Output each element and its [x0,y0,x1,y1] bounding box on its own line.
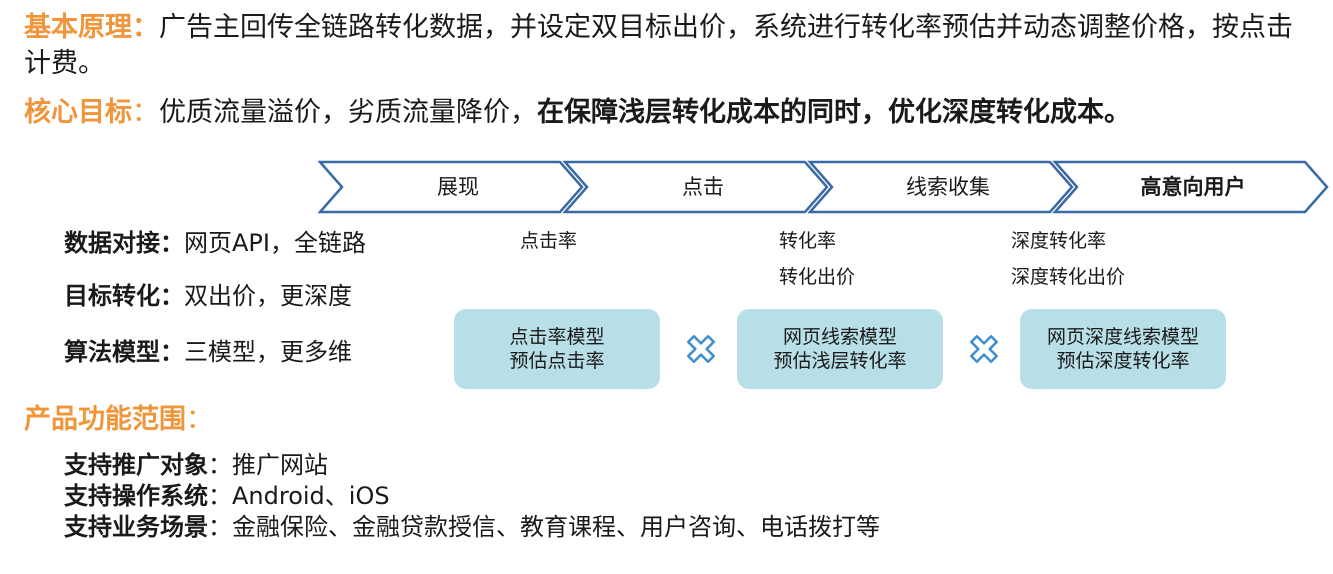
scope-item-business-scenario: 支持业务场景：金融保险、金融贷款授信、教育课程、用户咨询、电话拨打等 [64,511,880,543]
scope-value: ：Android、iOS [208,482,390,510]
scope-item-os: 支持操作系统：Android、iOS [64,480,390,512]
scope-item-promotion-target: 支持推广对象：推广网站 [64,449,328,481]
metric-deep-conversion-bid: 深度转化出价 [1011,266,1126,288]
scope-title-separator: ： [186,404,213,435]
goal-bold-text: 在保障浅层转化成本的同时，优化深度转化成本。 [537,97,1131,128]
spec-data-integration: 数据对接：网页API，全链路 [64,227,366,259]
model-subtitle: 预估深度转化率 [1056,350,1190,372]
principle-label: 基本原理： [24,12,159,43]
cross-multiply-icon [687,335,715,363]
spec-target-conversion: 目标转化：双出价，更深度 [64,280,352,312]
model-title: 网页深度线索模型 [1046,326,1199,348]
goal-text: 优质流量溢价，劣质流量降价， [159,97,537,128]
principle-paragraph: 基本原理：广告主回传全链路转化数据，并设定双目标出价，系统进行转化率预估并动态调… [24,10,1304,82]
spec-label: 数据对接： [64,229,184,257]
model-box-deep-lead: 网页深度线索模型 预估深度转化率 [1020,309,1226,389]
scope-label: 支持业务场景 [64,513,208,541]
goal-paragraph: 核心目标：优质流量溢价，劣质流量降价，在保障浅层转化成本的同时，优化深度转化成本… [24,95,1131,131]
stage-label-lead: 线索收集 [906,175,990,199]
metric-click-rate: 点击率 [520,230,578,252]
model-subtitle: 预估浅层转化率 [773,350,907,372]
funnel-chevrons [318,160,1329,214]
scope-label: 支持操作系统 [64,482,208,510]
spec-label: 算法模型： [64,338,184,366]
model-title: 网页线索模型 [782,326,897,348]
principle-text: 广告主回传全链路转化数据，并设定双目标出价，系统进行转化率预估并动态调整价格，按… [24,12,1293,79]
goal-separator: ： [132,97,159,128]
goal-label: 核心目标 [24,97,132,128]
chevron-stage-4 [1052,160,1329,214]
scope-value: ：推广网站 [208,451,328,479]
chevron-stage-1 [318,160,584,214]
metric-deep-conversion-rate: 深度转化率 [1011,230,1107,252]
spec-value: 双出价，更深度 [184,282,352,310]
model-title: 点击率模型 [509,326,605,348]
scope-label: 支持推广对象 [64,451,208,479]
spec-label: 目标转化： [64,282,184,310]
spec-algorithm-model: 算法模型：三模型，更多维 [64,336,352,368]
metric-conversion-bid: 转化出价 [779,266,856,288]
spec-value: 三模型，更多维 [184,338,352,366]
scope-title: 产品功能范围： [24,402,213,438]
scope-title-text: 产品功能范围 [24,404,186,435]
chevron-stage-2 [562,160,829,214]
spec-value: 网页API，全链路 [184,229,366,257]
metric-conversion-rate: 转化率 [779,230,837,252]
scope-value: ：金融保险、金融贷款授信、教育课程、用户咨询、电话拨打等 [208,513,880,541]
stage-label-high-intent-user: 高意向用户 [1140,175,1246,199]
stage-label-click: 点击 [682,175,724,199]
model-subtitle: 预估点击率 [509,350,605,372]
chevron-stage-3 [807,160,1074,214]
stage-label-impression: 展现 [437,175,479,199]
cross-multiply-icon [970,335,998,363]
model-box-lead: 网页线索模型 预估浅层转化率 [737,309,943,389]
model-box-click: 点击率模型 预估点击率 [454,309,660,389]
